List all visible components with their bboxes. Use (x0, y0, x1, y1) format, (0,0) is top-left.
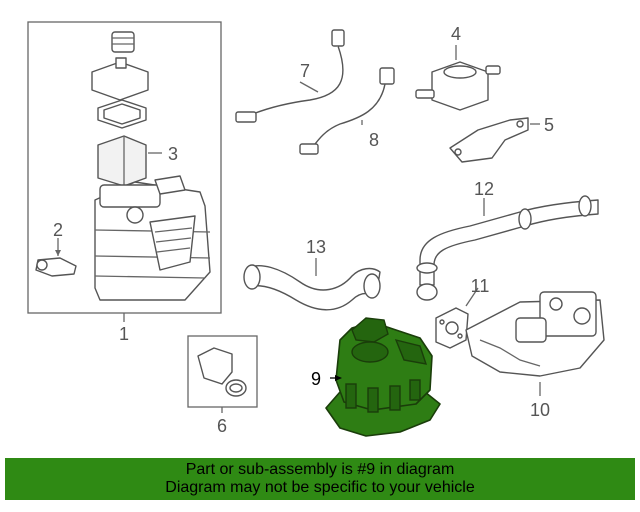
part-8-sensor (299, 67, 395, 155)
callout-12: 12 (474, 179, 494, 199)
part-9-air-pump-highlighted (325, 317, 441, 437)
part-13-hose (243, 258, 381, 311)
part-12-hose (416, 195, 599, 301)
callout-13: 13 (306, 237, 326, 257)
callout-4: 4 (451, 24, 461, 44)
callout-2: 2 (53, 220, 63, 240)
parts-diagram: 1 2 3 4 5 6 7 8 9 10 11 12 13 (27, 21, 605, 437)
part-5-bracket (449, 117, 540, 163)
part-11-gasket (435, 287, 479, 349)
notice-banner: Part or sub-assembly is #9 in diagram Di… (5, 458, 635, 500)
callout-10: 10 (530, 400, 550, 420)
callout-7: 7 (300, 61, 310, 81)
callout-11: 11 (471, 276, 490, 296)
part-6-sensor-kit (187, 335, 258, 413)
callout-3: 3 (168, 144, 178, 164)
part-7-sensor (235, 29, 345, 123)
part-4-valve (415, 45, 501, 111)
banner-line-1: Part or sub-assembly is #9 in diagram (185, 461, 455, 478)
banner-line-2: Diagram may not be specific to your vehi… (165, 479, 475, 496)
part-1-canister-assembly (27, 21, 222, 322)
callout-1: 1 (119, 324, 129, 344)
part-10-valve-assembly (465, 291, 605, 396)
callout-9: 9 (311, 369, 321, 389)
callout-6: 6 (217, 416, 227, 436)
callout-5: 5 (544, 115, 554, 135)
callout-8: 8 (369, 130, 379, 150)
